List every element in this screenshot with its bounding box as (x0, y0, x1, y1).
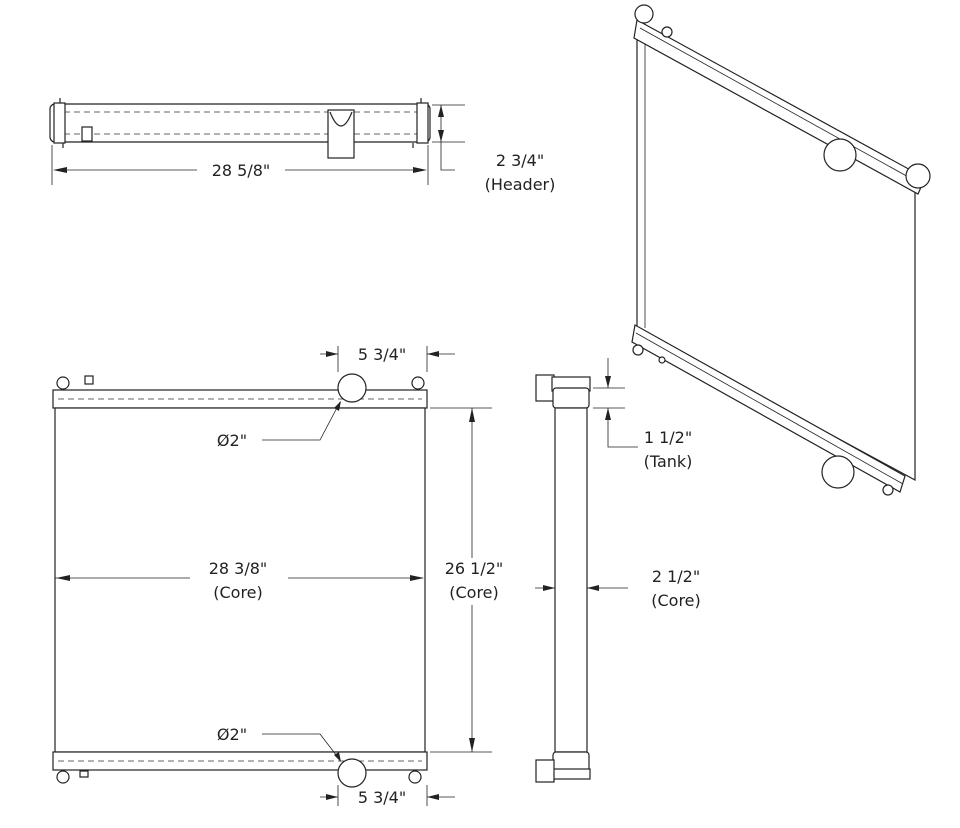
core-depth-note: (Core) (651, 591, 701, 610)
core-height-note: (Core) (449, 583, 499, 602)
core-height-dimension: 26 1/2" (445, 559, 504, 578)
header-height-dimension: 2 3/4" (496, 151, 544, 170)
tank-dimension: 1 1/2" (644, 428, 692, 447)
top-pipe-offset-dimension: 5 3/4" (358, 345, 406, 364)
header-height-note: (Header) (485, 175, 556, 194)
header-width-dimension: 28 5/8" (212, 161, 271, 180)
bottom-pipe-offset-dimension: 5 3/4" (358, 788, 406, 807)
core-depth-dimension: 2 1/2" (652, 567, 700, 586)
core-width-dimension: 28 3/8" (209, 559, 268, 578)
side-core (554, 407, 588, 753)
inlet-pipe (337, 373, 367, 403)
core (54, 407, 426, 753)
drain-valve (81, 126, 93, 142)
iso-inlet-pipe (823, 138, 857, 172)
front-view: 5 3/4" Ø2" 28 3/8" (Core) 26 1/2" (Core)… (52, 345, 504, 807)
outlet-pipe (337, 758, 367, 788)
isometric-view (631, 4, 931, 496)
tank-note: (Tank) (644, 452, 693, 471)
side-view: 1 1/2" (Tank) 2 1/2" (Core) (535, 358, 701, 783)
core-width-note: (Core) (213, 583, 263, 602)
top-view: 28 5/8" 2 3/4" (Header) (49, 98, 556, 194)
bottom-pipe-diameter: Ø2" (217, 725, 247, 744)
iso-outlet-pipe (821, 455, 855, 489)
top-pipe-diameter: Ø2" (217, 431, 247, 450)
